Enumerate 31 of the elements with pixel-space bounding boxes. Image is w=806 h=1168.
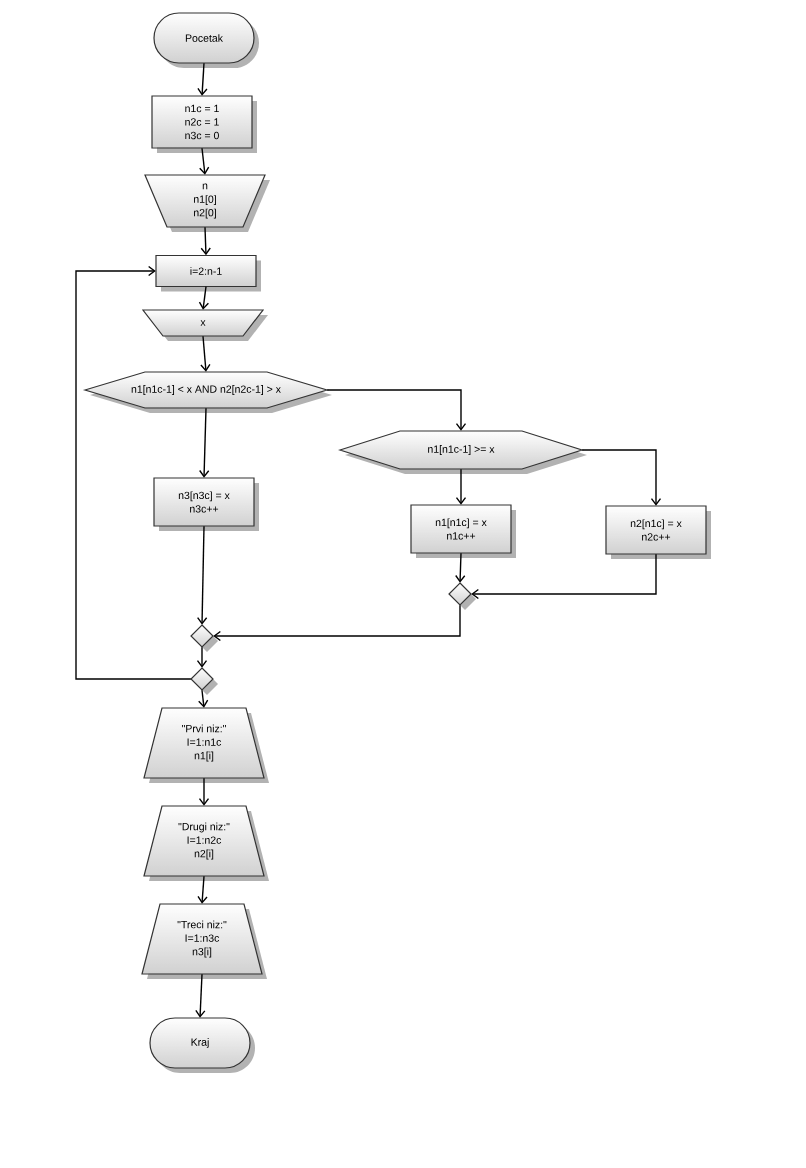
process-box: n2[n1c] = x n2c++ (605, 505, 711, 559)
loop-box: i=2:n-1 (155, 254, 261, 292)
connector-diamond (190, 624, 218, 652)
arrow (196, 646, 208, 668)
arrow (213, 604, 461, 642)
arrow (471, 553, 657, 600)
output-trapezoid: "Treci niz:" I=1:n3c n3[i] (141, 903, 267, 979)
arrow (200, 335, 211, 372)
arrow (195, 973, 206, 1018)
arrow (198, 689, 209, 708)
arrow (197, 62, 208, 96)
arrow (326, 389, 467, 431)
input-trapezoid: n n1[0] n2[0] (144, 174, 270, 232)
arrow (455, 468, 467, 505)
connector-diamond (190, 667, 218, 695)
arrow (196, 525, 208, 625)
process-box: n1[n1c] = x n1c++ (410, 504, 516, 558)
arrow (198, 777, 210, 806)
arrow (199, 407, 210, 478)
process-box: n3[n3c] = x n3c++ (153, 477, 259, 531)
arrow (197, 875, 208, 904)
arrow (200, 226, 211, 256)
arrow (581, 449, 662, 506)
arrow (198, 286, 210, 310)
output-trapezoid: "Prvi niz:" I=1:n1c n1[i] (143, 707, 269, 783)
arrow (75, 265, 192, 680)
arrow (199, 147, 210, 175)
process-box: n1c = 1 n2c = 1 n3c = 0 (151, 95, 257, 153)
connector-diamond (448, 582, 476, 610)
arrow (455, 552, 466, 583)
output-trapezoid: "Drugi niz:" I=1:n2c n2[i] (143, 805, 269, 881)
